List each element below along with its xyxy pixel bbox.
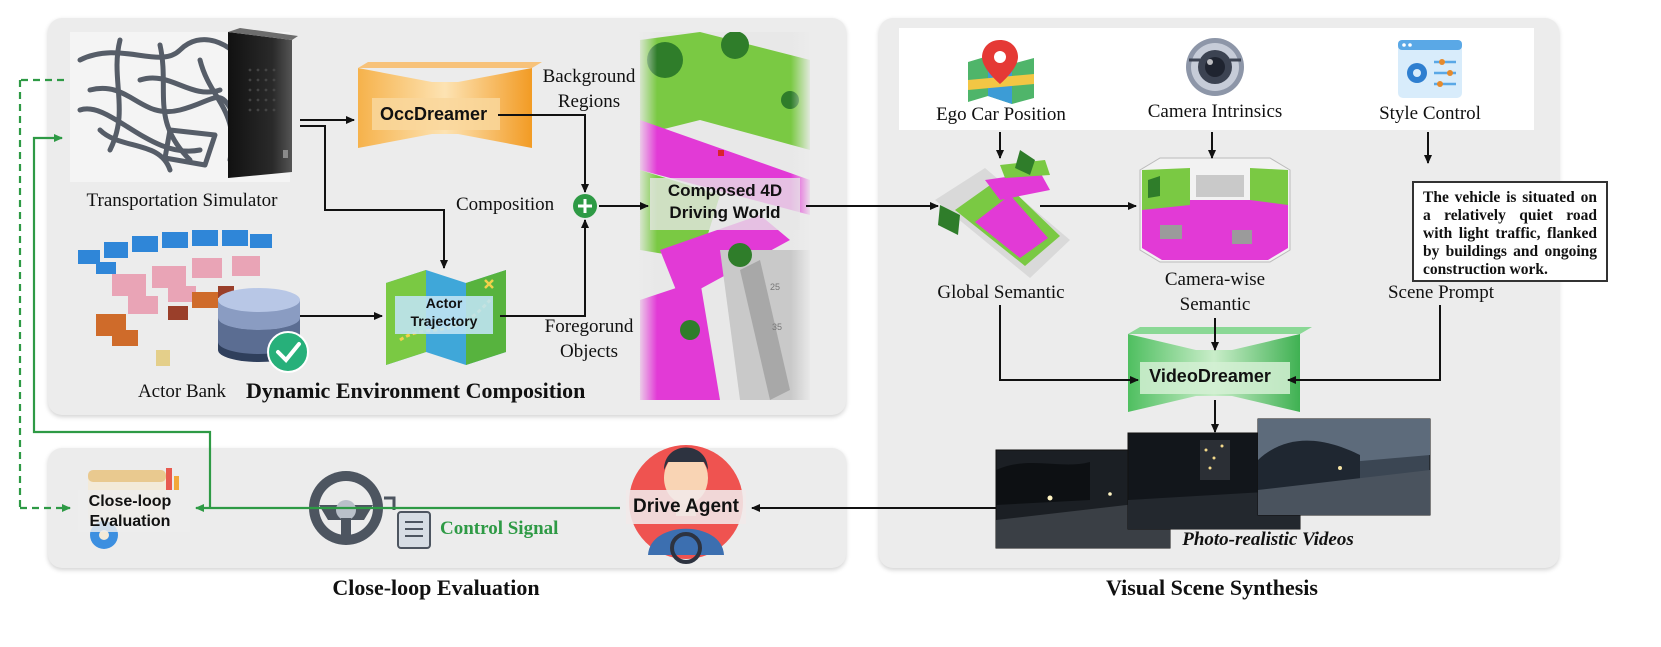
videodreamer-label: VideoDreamer [1149, 366, 1271, 386]
style-control-label: Style Control [1379, 103, 1481, 124]
camera-wise-label-2: Semantic [1179, 294, 1251, 315]
trajectory-map-icon [386, 270, 506, 365]
visual-synthesis-title: Visual Scene Synthesis [1106, 575, 1318, 600]
occdreamer-label: OccDreamer [380, 104, 488, 124]
scene-prompt-box: The vehicle is situated on a relatively … [1412, 181, 1608, 282]
photo-videos-label: Photo-realistic Videos [1182, 529, 1354, 550]
feedback-solid-from-eval [32, 134, 212, 508]
composition-label: Composition [456, 194, 555, 215]
ego-car-position-label: Ego Car Position [936, 104, 1066, 125]
camera-lens-icon [1186, 38, 1244, 96]
global-semantic-render [935, 150, 1070, 278]
videodreamer-block [1128, 327, 1312, 412]
closeloop-eval-label-1: Close-loop [88, 493, 172, 510]
evaluation-dashboard-icon [78, 468, 190, 549]
actor-bank-label: Actor Bank [137, 381, 227, 402]
computer-tower-icon [228, 28, 298, 178]
actor-vehicles-icon [78, 230, 272, 366]
actor-trajectory-label-2: Trajectory [410, 313, 478, 329]
dynamic-environment-title: Dynamic Environment Composition [246, 378, 586, 403]
photo-realistic-frames [995, 418, 1431, 549]
arrow-prompt-to-video [1287, 305, 1441, 384]
foreground-objects-label-2: Objects [559, 341, 619, 362]
actor-trajectory-label-1: Actor [425, 295, 463, 311]
global-semantic-label: Global Semantic [937, 282, 1065, 303]
control-document-icon [384, 496, 431, 549]
simulator-label: Transportation Simulator [86, 190, 278, 211]
foreground-objects-label-1: Foregorund [544, 316, 634, 337]
closeloop-eval-label-2: Evaluation [89, 513, 171, 530]
style-settings-icon [1398, 40, 1462, 98]
arrow-occ-to-plus [498, 114, 589, 193]
background-regions-label-1: Background [542, 66, 636, 87]
scene-prompt-label: Scene Prompt [1387, 282, 1495, 303]
background-regions-label-2: Regions [557, 91, 621, 112]
composition-plus-icon [573, 194, 597, 218]
map-pin-icon [968, 40, 1034, 104]
arrow-global-to-video [999, 305, 1139, 384]
driver-avatar-icon [626, 445, 746, 564]
closeloop-title: Close-loop Evaluation [332, 575, 540, 600]
composed-world-label-2: Driving World [669, 203, 781, 222]
camera-semantic-render [1139, 157, 1291, 263]
occdreamer-block [358, 62, 542, 148]
camera-wise-label-1: Camera-wise [1164, 269, 1266, 290]
check-badge-icon [267, 331, 309, 373]
control-signal-label: Control Signal [440, 518, 559, 539]
drive-agent-label: Drive Agent [633, 496, 739, 517]
composed-world-render: 25 35 [636, 30, 812, 402]
composed-world-label-1: Composed 4D [667, 181, 783, 200]
camera-intrinsics-label: Camera Intrinsics [1147, 101, 1283, 122]
arrow-trajectory-to-plus [500, 219, 589, 317]
arrow-sim-to-trajectory [300, 125, 448, 269]
